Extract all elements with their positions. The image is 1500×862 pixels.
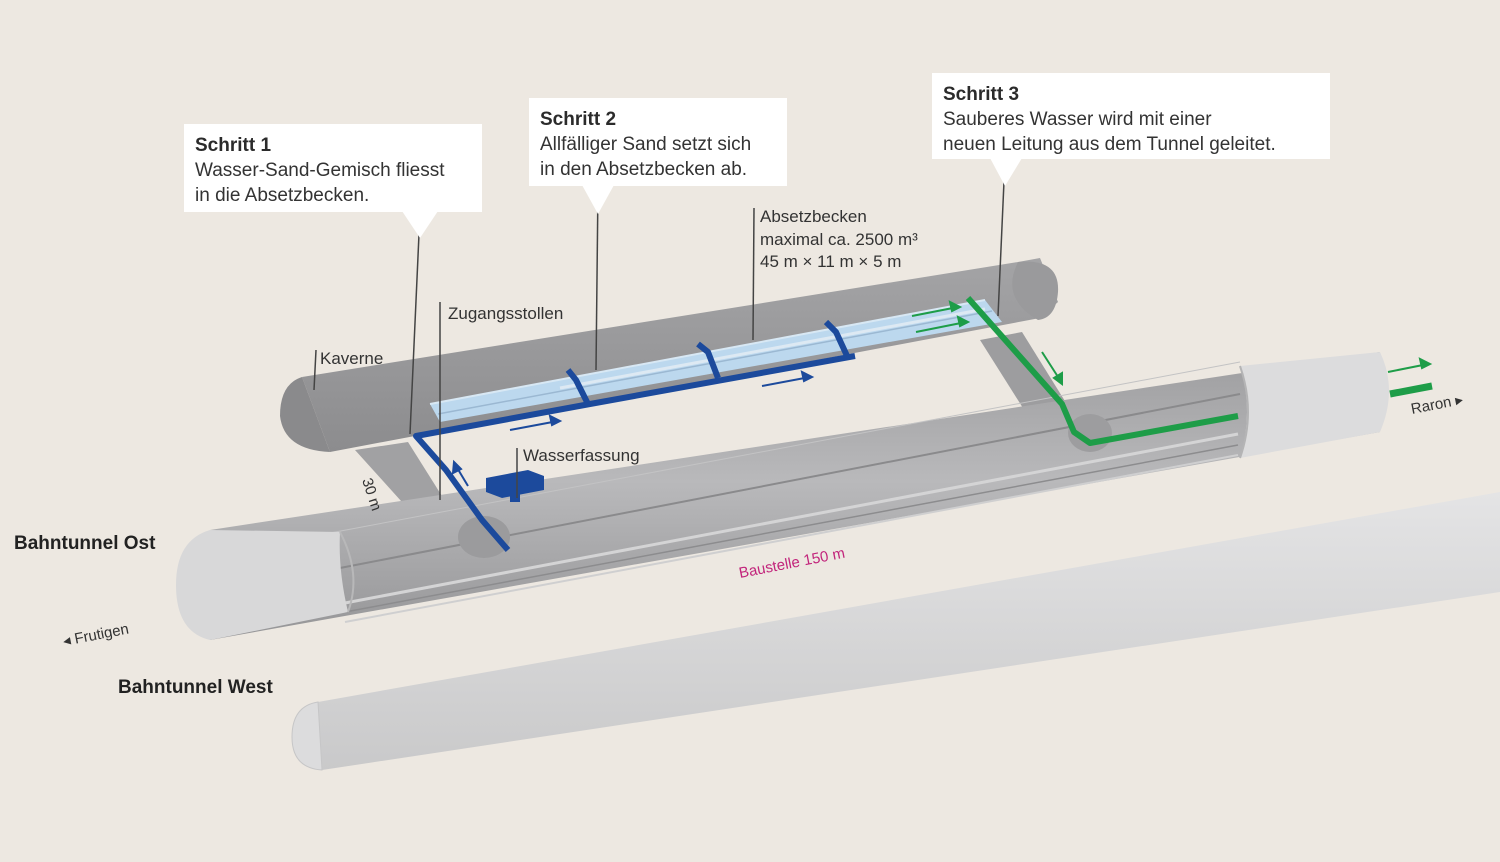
callout-step-3-line-2: neuen Leitung aus dem Tunnel geleitet.: [943, 134, 1276, 155]
callout-step-2-title: Schritt 2: [540, 109, 617, 130]
basin-label-line3: 45 m × 11 m × 5 m: [760, 252, 901, 271]
construction-site-label: Baustelle 150 m: [738, 545, 847, 582]
callout-step-1-title: Schritt 1: [195, 135, 272, 156]
water-pipe-blue: [413, 319, 856, 552]
callout-step-1-line-2: in die Absetzbecken.: [195, 185, 370, 206]
callout-step-3: Schritt 3 Sauberes Wasser wird mit einer…: [932, 73, 1330, 159]
callout-step-3-line-1: Sauberes Wasser wird mit einer: [943, 109, 1212, 130]
basin-label-line2: maximal ca. 2500 m³: [760, 230, 918, 249]
callout-step-2-line-1: Allfälliger Sand setzt sich: [540, 134, 752, 155]
callout-step-2-line-2: in den Absetzbecken ab.: [540, 159, 748, 180]
water-intake-pump: [486, 470, 544, 502]
access-gallery-label: Zugangsstollen: [448, 304, 563, 323]
callout-tail-1: [402, 211, 438, 238]
tunnel-east-label: Bahntunnel Ost: [14, 533, 156, 554]
connector-gallery: [980, 332, 1068, 416]
tunnel-west: [291, 492, 1500, 771]
callout-step-1-line-1: Wasser-Sand-Gemisch fliesst: [195, 160, 445, 181]
tunnel-east: [176, 352, 1389, 640]
pointer-lines: [313, 158, 1006, 500]
callout-tail-2: [582, 185, 614, 214]
callout-step-1: Schritt 1 Wasser-Sand-Gemisch fliesst in…: [184, 124, 482, 212]
callout-tail-3: [990, 158, 1022, 186]
flow-arrows-blue: [451, 370, 815, 487]
cavern-label: Kaverne: [320, 349, 383, 368]
callout-step-2: Schritt 2 Allfälliger Sand setzt sich in…: [529, 98, 787, 186]
flow-arrows-green: [911, 300, 1433, 386]
tunnel-west-label: Bahntunnel West: [118, 677, 273, 698]
direction-raron-label: Raron ▸: [1410, 391, 1465, 418]
basin-label-line1: Absetzbecken: [760, 207, 867, 226]
clean-water-pipe-green: [965, 296, 1433, 446]
callout-step-3-title: Schritt 3: [943, 84, 1020, 105]
direction-frutigen-label: ◂ Frutigen: [62, 621, 131, 650]
water-intake-label: Wasserfassung: [523, 446, 640, 465]
